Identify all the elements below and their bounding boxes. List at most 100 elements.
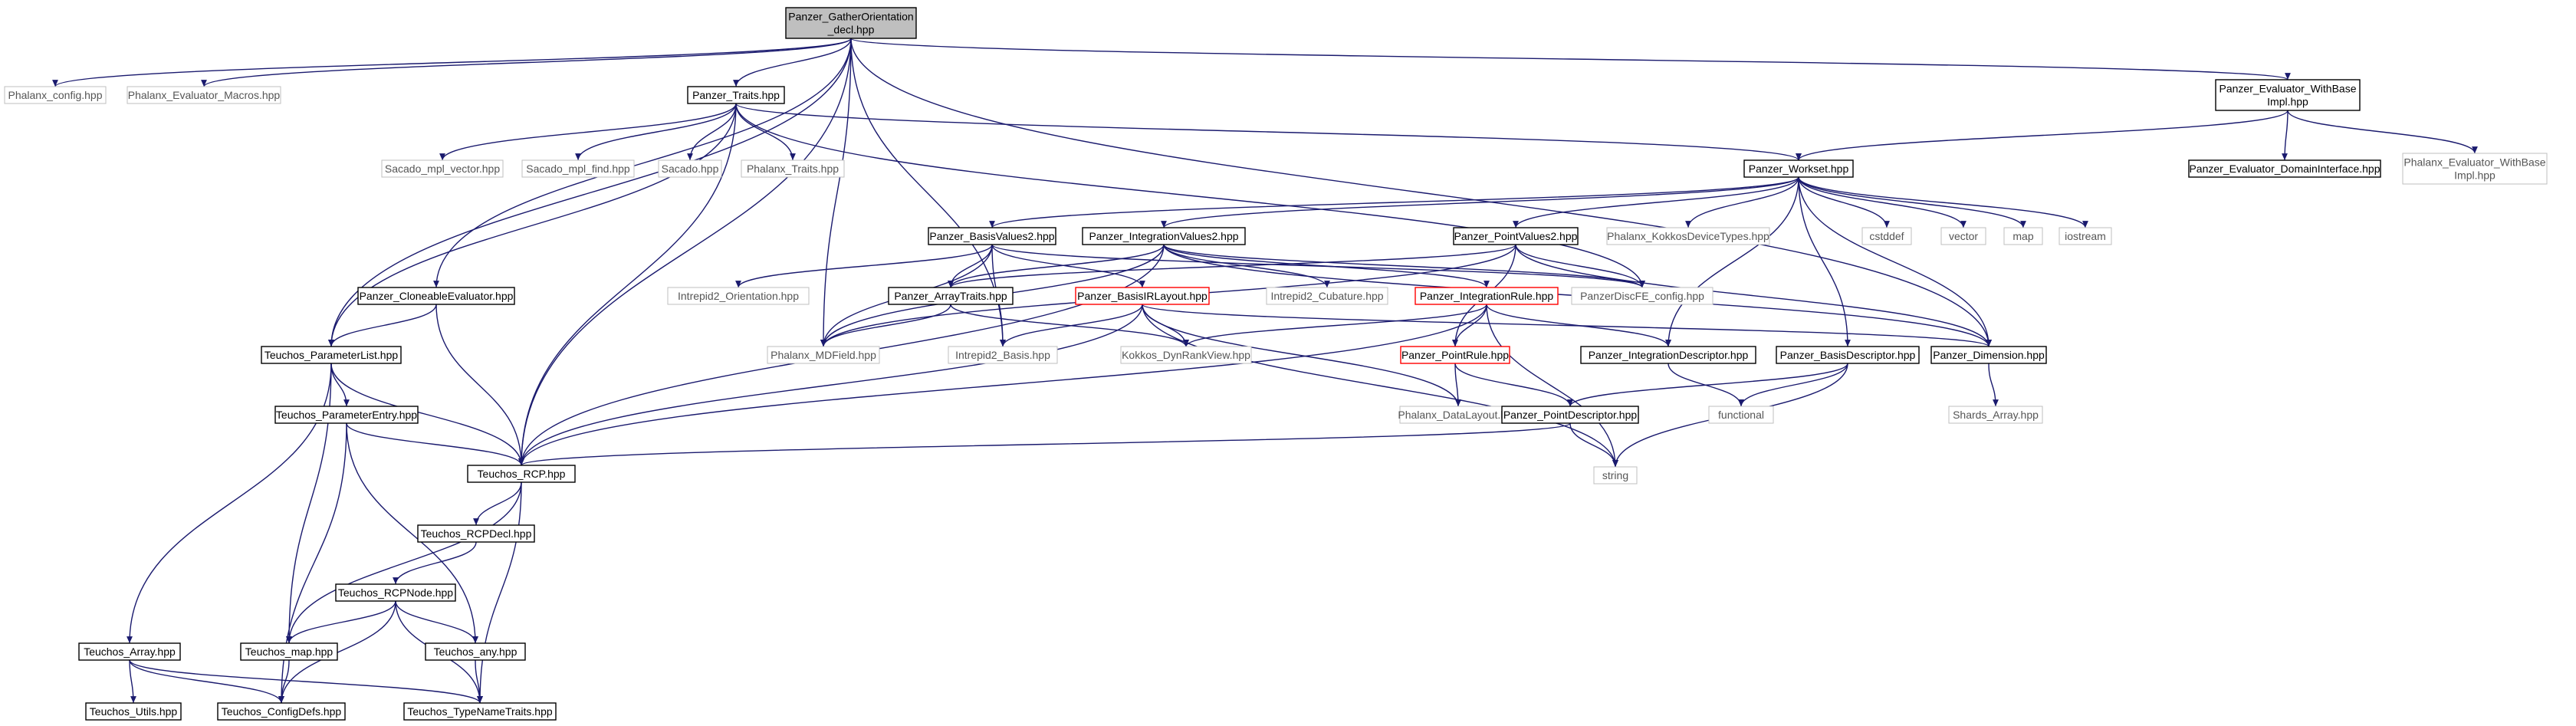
node-panzer-traits[interactable]: Panzer_Traits.hpp [687, 86, 785, 104]
node-panzer-dimension[interactable]: Panzer_Dimension.hpp [1930, 346, 2047, 364]
node-label: Phalanx_Evaluator_WithBase [2404, 156, 2545, 169]
edge-panzer_basisirlayout-to-panzer_dimension [1142, 304, 1992, 347]
node-label: Panzer_IntegrationDescriptor.hpp [1589, 349, 1749, 361]
node-cstddef[interactable]: cstddef [1861, 227, 1912, 245]
node-phalanx-kokkos-device[interactable]: Phalanx_KokkosDeviceTypes.hpp [1606, 227, 1770, 245]
node-box [2188, 159, 2381, 178]
node-label: Impl.hpp [2267, 96, 2308, 108]
node-teuchos-map[interactable]: Teuchos_map.hpp [240, 642, 338, 661]
node-panzer-eval-domain[interactable]: Panzer_Evaluator_DomainInterface.hpp [2188, 159, 2381, 178]
node-box [1082, 227, 1246, 245]
node-string[interactable]: string [1593, 466, 1638, 485]
edge-panzer_arraytraits-to-kokkos_dynrankview [950, 304, 1189, 347]
node-sacado[interactable]: Sacado.hpp [658, 159, 722, 178]
node-label: Teuchos_Array.hpp [84, 646, 176, 658]
node-panzerdiscfe-config[interactable]: PanzerDiscFE_config.hpp [1571, 287, 1714, 305]
node-panzer-integrationvalues2[interactable]: Panzer_IntegrationValues2.hpp [1082, 227, 1246, 245]
edge-teuchos_parameterlist-to-teuchos_map [286, 363, 332, 644]
edge-panzer_workset-to-panzer_basisdescriptor [1798, 176, 1851, 347]
node-teuchos-parameterentry[interactable]: Teuchos_ParameterEntry.hpp [274, 406, 419, 424]
node-teuchos-any[interactable]: Teuchos_any.hpp [425, 642, 526, 661]
node-box [1266, 287, 1388, 305]
edge-panzer_integrationrule-to-string [1486, 304, 1618, 468]
edge-panzer_traits-to-panzerdiscfe_config [735, 103, 1645, 288]
node-intrepid2-orientation[interactable]: Intrepid2_Orientation.hpp [667, 287, 810, 305]
node-box [928, 227, 1056, 245]
node-shards-array[interactable]: Shards_Array.hpp [1948, 406, 2043, 424]
node-phalanx-datalayout[interactable]: Phalanx_DataLayout.hpp [1398, 406, 1519, 424]
node-box [785, 7, 917, 39]
node-teuchos-utils[interactable]: Teuchos_Utils.hpp [85, 702, 182, 721]
node-functional[interactable]: functional [1708, 406, 1774, 424]
node-box [1501, 406, 1639, 424]
node-panzer-pointdescriptor[interactable]: Panzer_PointDescriptor.hpp [1501, 406, 1639, 424]
node-label: Panzer_Traits.hpp [692, 89, 780, 101]
edge-root-to-panzer_dimension [850, 38, 1992, 347]
node-panzer-integrationrule[interactable]: Panzer_IntegrationRule.hpp [1414, 287, 1559, 305]
edge-panzer_cloneable-to-teuchos_parameterlist [328, 304, 437, 347]
node-teuchos-rcp[interactable]: Teuchos_RCP.hpp [467, 465, 576, 483]
node-box [888, 287, 1014, 305]
node-box [1571, 287, 1714, 305]
node-panzer-arraytraits[interactable]: Panzer_ArrayTraits.hpp [888, 287, 1014, 305]
node-panzer-basisvalues2[interactable]: Panzer_BasisValues2.hpp [928, 227, 1056, 245]
node-teuchos-parameterlist[interactable]: Teuchos_ParameterList.hpp [261, 346, 402, 364]
node-panzer-basisirlayout[interactable]: Panzer_BasisIRLayout.hpp [1075, 287, 1210, 305]
node-label: Panzer_Evaluator_WithBase [2220, 83, 2357, 95]
node-phalanx-config[interactable]: Phalanx_config.hpp [4, 86, 107, 104]
node-teuchos-configdefs[interactable]: Teuchos_ConfigDefs.hpp [217, 702, 346, 721]
node-panzer-integrationdescriptor[interactable]: Panzer_IntegrationDescriptor.hpp [1580, 346, 1756, 364]
node-panzer-cloneable[interactable]: Panzer_CloneableEvaluator.hpp [357, 287, 515, 305]
node-label: _decl.hpp [827, 24, 875, 36]
node-iostream[interactable]: iostream [2058, 227, 2112, 245]
node-panzer-workset[interactable]: Panzer_Workset.hpp [1743, 159, 1854, 178]
node-phalanx-mdfield[interactable]: Phalanx_MDField.hpp [767, 346, 880, 364]
edge-panzer_workset-to-iostream [1798, 176, 2088, 228]
node-map[interactable]: map [2003, 227, 2043, 245]
node-label: functional [1718, 409, 1764, 421]
node-teuchos-rcpnode[interactable]: Teuchos_RCPNode.hpp [335, 583, 456, 602]
node-teuchos-typenametraits[interactable]: Teuchos_TypeNameTraits.hpp [403, 702, 557, 721]
node-sacado-mpl-vector[interactable]: Sacado_mpl_vector.hpp [381, 159, 504, 178]
node-panzer-basisdescriptor[interactable]: Panzer_BasisDescriptor.hpp [1776, 346, 1920, 364]
edge-teuchos_array-to-teuchos_utils [129, 659, 136, 704]
node-label: Phalanx_Evaluator_Macros.hpp [128, 89, 281, 101]
node-phalanx-traits[interactable]: Phalanx_Traits.hpp [741, 159, 845, 178]
node-label: Shards_Array.hpp [1953, 409, 2039, 421]
node-kokkos-dynrankview[interactable]: Kokkos_DynRankView.hpp [1120, 346, 1252, 364]
node-teuchos-array[interactable]: Teuchos_Array.hpp [78, 642, 181, 661]
node-box [240, 642, 338, 661]
edge-teuchos_parameterentry-to-teuchos_configdefs [278, 422, 347, 704]
node-label: cstddef [1869, 230, 1904, 242]
node-phalanx-eval-macros[interactable]: Phalanx_Evaluator_Macros.hpp [127, 86, 281, 104]
node-label: Panzer_BasisIRLayout.hpp [1077, 290, 1208, 302]
node-sacado-mpl-find[interactable]: Sacado_mpl_find.hpp [521, 159, 635, 178]
node-teuchos-rcpdecl[interactable]: Teuchos_RCPDecl.hpp [417, 524, 535, 543]
node-box [85, 702, 182, 721]
node-box [274, 406, 419, 424]
edge-panzer_workset-to-panzer_integrationdescriptor [1665, 176, 1799, 347]
node-label: Phalanx_Traits.hpp [747, 163, 839, 175]
node-label: Sacado_mpl_find.hpp [526, 163, 630, 175]
node-panzer-pointvalues2[interactable]: Panzer_PointValues2.hpp [1453, 227, 1579, 245]
edge-panzer_traits-to-sacado_mpl_vector [439, 103, 737, 161]
node-root[interactable]: Panzer_GatherOrientation_decl.hpp [785, 7, 917, 39]
node-label: Phalanx_config.hpp [8, 89, 103, 101]
edge-panzer_workset-to-phalanx_kokkos_device [1685, 176, 1799, 228]
edge-panzer_workset-to-panzer_basisvalues2 [989, 176, 1799, 228]
node-intrepid2-cubature[interactable]: Intrepid2_Cubature.hpp [1266, 287, 1388, 305]
node-vector[interactable]: vector [1940, 227, 1986, 245]
node-box [658, 159, 722, 178]
node-label: iostream [2065, 230, 2106, 242]
node-label: Panzer_PointValues2.hpp [1454, 230, 1578, 242]
node-intrepid2-basis[interactable]: Intrepid2_Basis.hpp [948, 346, 1058, 364]
edge-panzer_integrationrule-to-teuchos_rcp [518, 304, 1487, 466]
node-panzer-pointrule[interactable]: Panzer_PointRule.hpp [1400, 346, 1510, 364]
edge-panzer_basisirlayout-to-phalanx_datalayout [1142, 304, 1461, 407]
edge-panzer_arraytraits-to-phalanx_mdfield [820, 304, 951, 347]
node-label: Panzer_IntegrationValues2.hpp [1089, 230, 1238, 242]
edge-panzer_integrationrule-to-panzer_integrationdescriptor [1486, 304, 1671, 347]
node-box [1453, 227, 1579, 245]
